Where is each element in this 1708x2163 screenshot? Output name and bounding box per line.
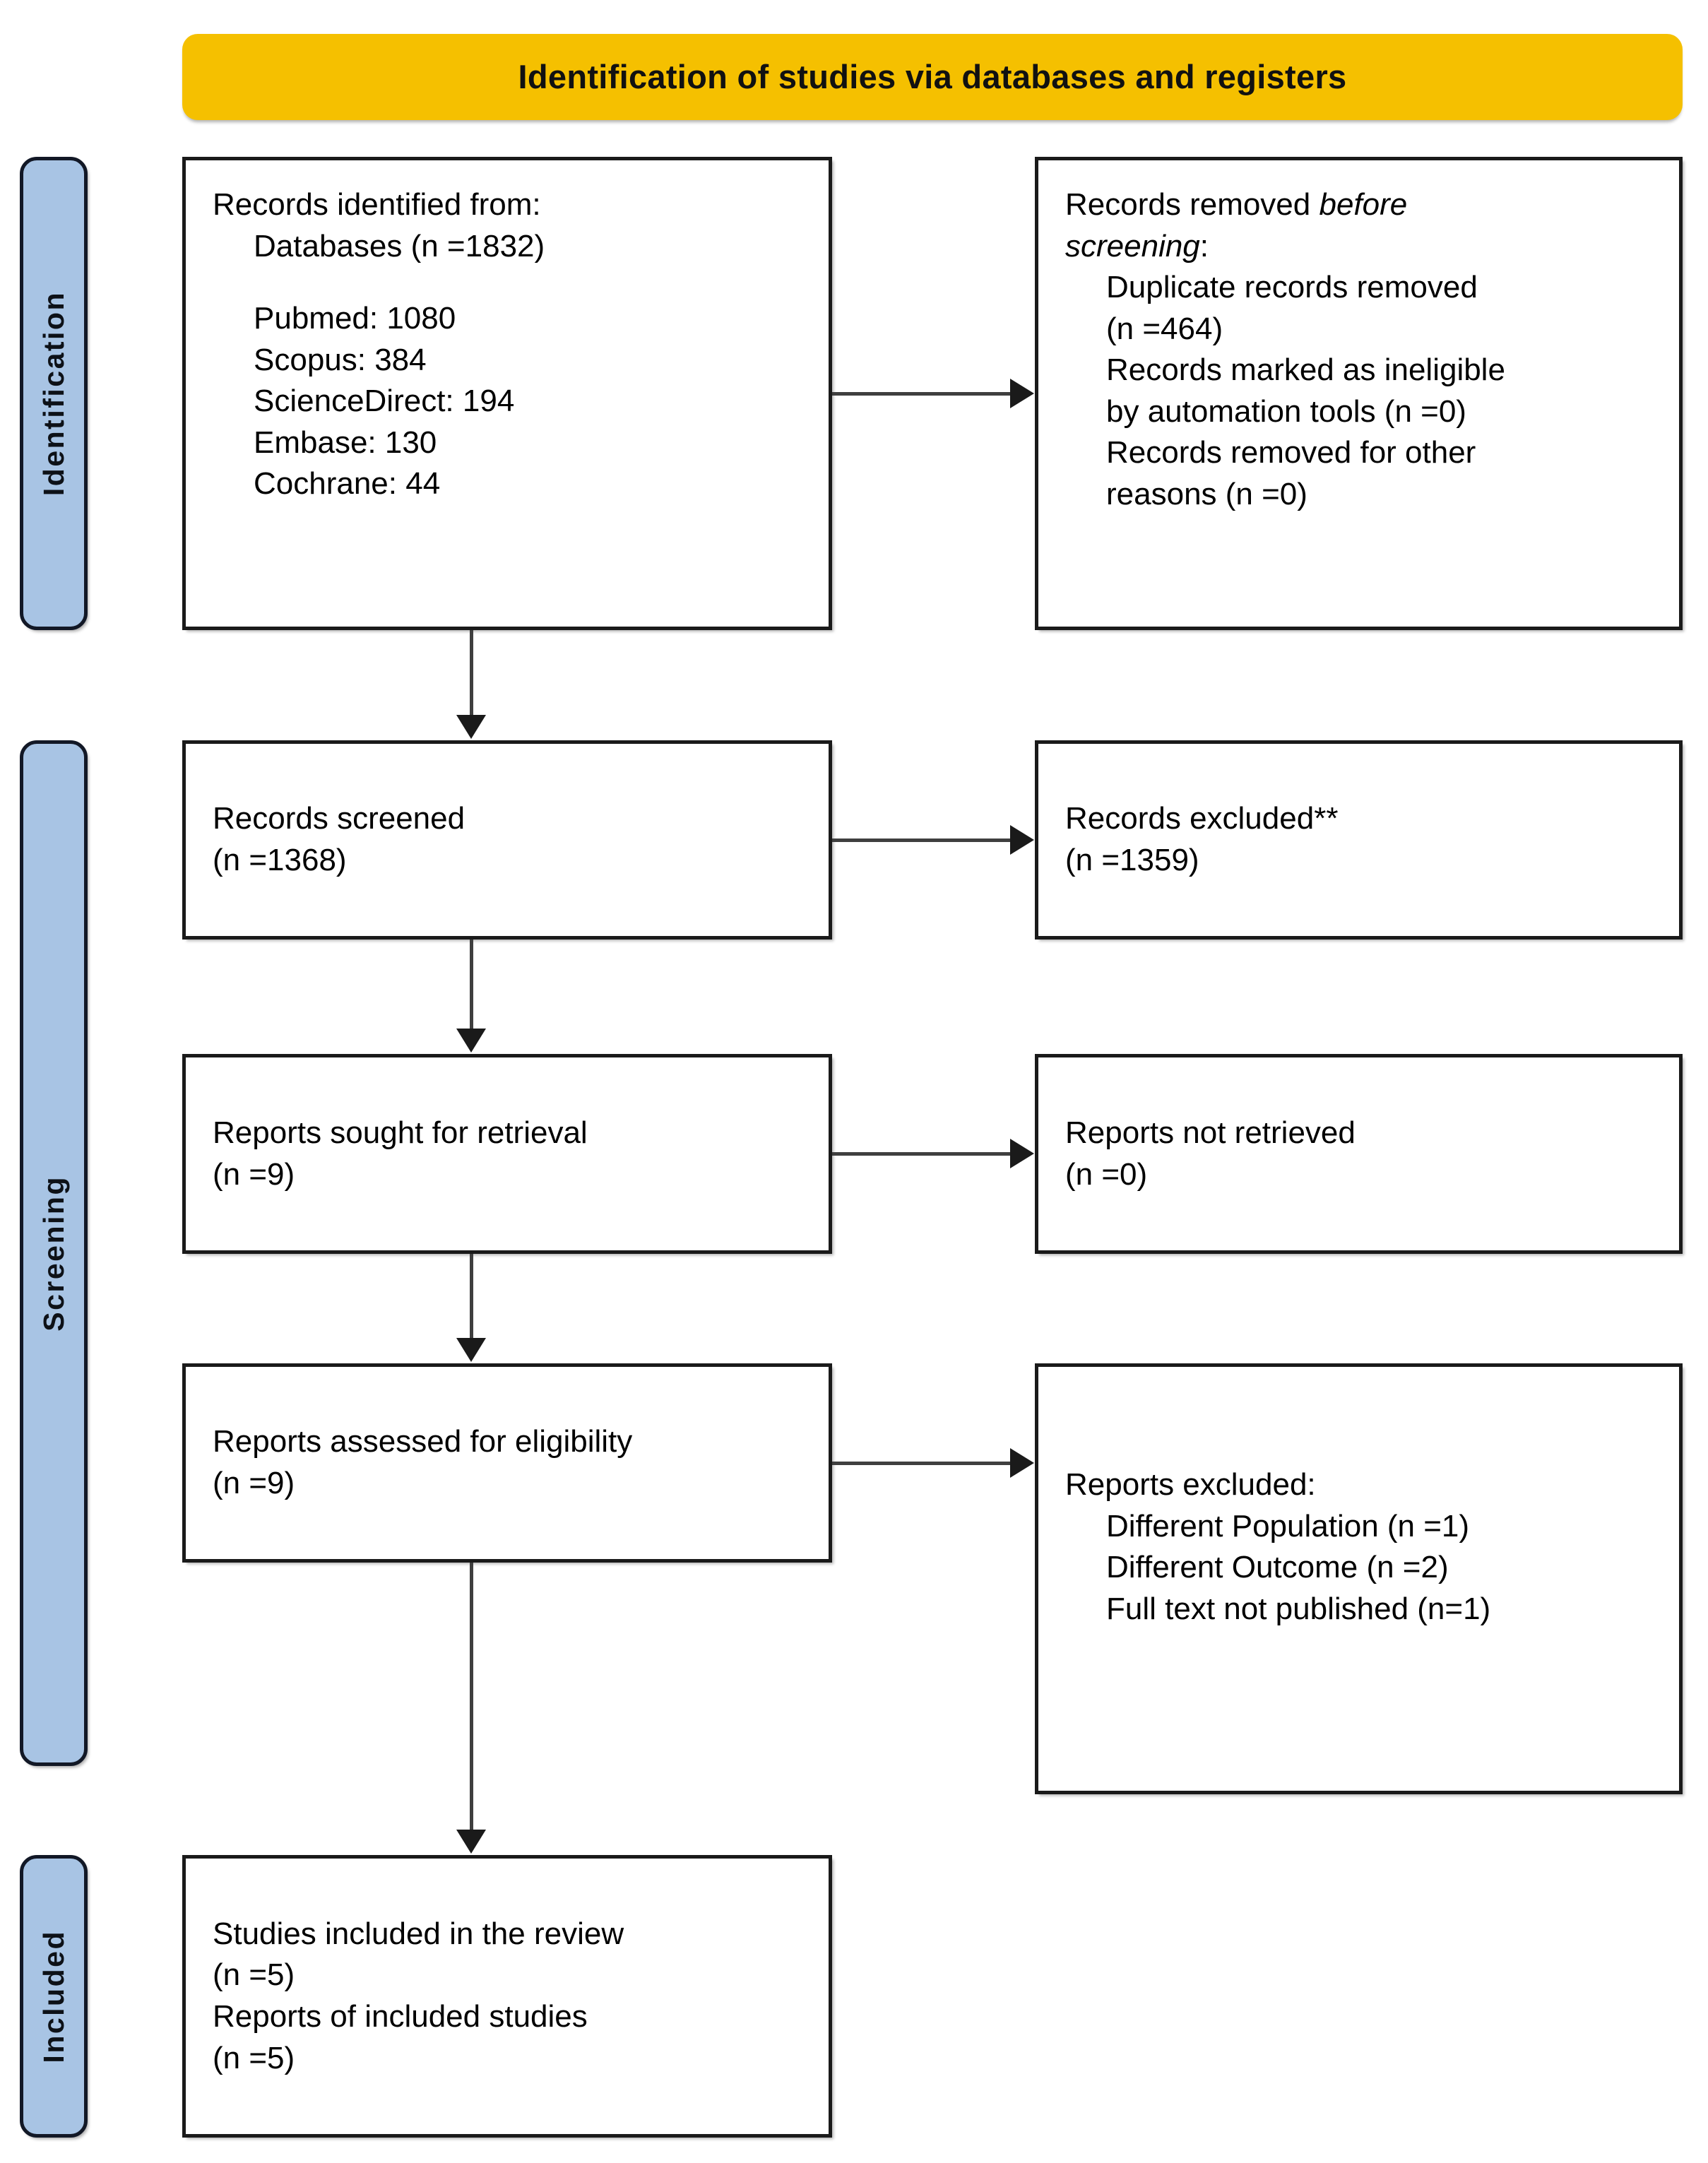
records-removed-ineligible: Records marked as ineligible: [1106, 352, 1505, 388]
connector-identified-to-removed-arrow: [1010, 379, 1034, 408]
stage-label-screening-text: Screening: [37, 1175, 70, 1332]
records-excluded-label: Records excluded**: [1065, 801, 1339, 836]
reports-excluded-reason-outcome: Different Outcome (n =2): [1106, 1550, 1449, 1585]
reports-included-label: Reports of included studies: [213, 1999, 588, 2034]
reports-assessed-label: Reports assessed for eligibility: [213, 1424, 633, 1459]
records-identified-embase: Embase: 130: [254, 425, 437, 460]
reports-excluded-label: Reports excluded:: [1065, 1467, 1316, 1502]
reports-sought-count: (n =9): [213, 1156, 295, 1192]
stage-label-screening: Screening: [20, 740, 88, 1766]
records-removed-duplicates-n: (n =464): [1106, 311, 1223, 346]
box-records-screened: Records screened (n =1368): [182, 740, 832, 940]
records-screened-count: (n =1368): [213, 843, 347, 877]
connector-assessed-to-reportsexcluded-arrow: [1010, 1448, 1034, 1478]
reports-assessed-count: (n =9): [213, 1466, 295, 1500]
stage-label-identification-text: Identification: [37, 290, 70, 497]
connector-sought-to-notretrieved-line: [832, 1152, 1010, 1156]
reports-not-retrieved-count: (n =0): [1065, 1156, 1148, 1192]
connector-assessed-to-reportsexcluded-line: [832, 1462, 1010, 1465]
page-title: Identification of studies via databases …: [518, 58, 1347, 96]
connector-sought-to-notretrieved-arrow: [1010, 1139, 1034, 1168]
connector-sought-to-assessed-arrow: [456, 1338, 486, 1362]
reports-excluded-reason-population: Different Population (n =1): [1106, 1508, 1470, 1543]
reports-sought-label: Reports sought for retrieval: [213, 1115, 588, 1150]
connector-identified-to-screened-arrow: [456, 715, 486, 739]
stage-label-included: Included: [20, 1855, 88, 2138]
records-identified-cochrane: Cochrane: 44: [254, 466, 441, 502]
records-identified-scopus: Scopus: 384: [254, 342, 427, 377]
reports-excluded-reason-fulltext: Full text not published (n=1): [1106, 1591, 1491, 1626]
connector-screened-to-excluded-line: [832, 838, 1010, 842]
box-reports-assessed: Reports assessed for eligibility (n =9): [182, 1363, 832, 1563]
box-reports-not-retrieved: Reports not retrieved (n =0): [1035, 1054, 1683, 1254]
connector-screened-to-excluded-arrow: [1010, 825, 1034, 855]
records-identified-line-2: Databases (n =1832): [254, 228, 545, 263]
connector-assessed-to-included-arrow: [456, 1830, 486, 1854]
records-removed-line-2-emphasis: screening: [1065, 228, 1200, 263]
records-identified-line-1: Records identified from:: [213, 187, 541, 222]
reports-not-retrieved-label: Reports not retrieved: [1065, 1115, 1356, 1150]
records-removed-line-1: Records removed before: [1065, 184, 1652, 226]
stage-label-identification: Identification: [20, 157, 88, 630]
records-excluded-count: (n =1359): [1065, 843, 1199, 877]
connector-screened-to-sought-line: [470, 940, 473, 1029]
records-identified-sciencedirect: ScienceDirect: 194: [254, 384, 515, 419]
reports-included-count: (n =5): [213, 2040, 295, 2075]
records-removed-line-1-prefix: Records removed: [1065, 187, 1319, 222]
records-removed-line-2: screening:: [1065, 226, 1652, 268]
box-reports-sought: Reports sought for retrieval (n =9): [182, 1054, 832, 1254]
records-removed-other: Records removed for other: [1106, 435, 1476, 470]
records-identified-pubmed: Pubmed: 1080: [254, 301, 456, 336]
studies-included-count: (n =5): [213, 1957, 295, 1993]
studies-included-label: Studies included in the review: [213, 1916, 624, 1951]
records-removed-duplicates: Duplicate records removed: [1106, 270, 1478, 305]
records-identified-spacer: [213, 267, 802, 298]
header-banner: Identification of studies via databases …: [182, 34, 1683, 120]
records-removed-line-2-suffix: :: [1199, 228, 1209, 263]
records-removed-other-n: reasons (n =0): [1106, 476, 1307, 511]
connector-screened-to-sought-arrow: [456, 1029, 486, 1053]
records-screened-label: Records screened: [213, 801, 465, 836]
records-removed-ineligible-n: by automation tools (n =0): [1106, 393, 1466, 429]
box-records-excluded: Records excluded** (n =1359): [1035, 740, 1683, 940]
box-records-identified: Records identified from: Databases (n =1…: [182, 157, 832, 630]
box-studies-included: Studies included in the review (n =5) Re…: [182, 1855, 832, 2138]
stage-label-included-text: Included: [37, 1929, 70, 2063]
connector-assessed-to-included-line: [470, 1563, 473, 1830]
box-records-removed: Records removed before screening: Duplic…: [1035, 157, 1683, 630]
connector-identified-to-screened-line: [470, 630, 473, 716]
connector-identified-to-removed-line: [832, 392, 1010, 396]
box-reports-excluded: Reports excluded: Different Population (…: [1035, 1363, 1683, 1794]
records-removed-line-1-emphasis: before: [1319, 187, 1408, 222]
connector-sought-to-assessed-line: [470, 1254, 473, 1339]
